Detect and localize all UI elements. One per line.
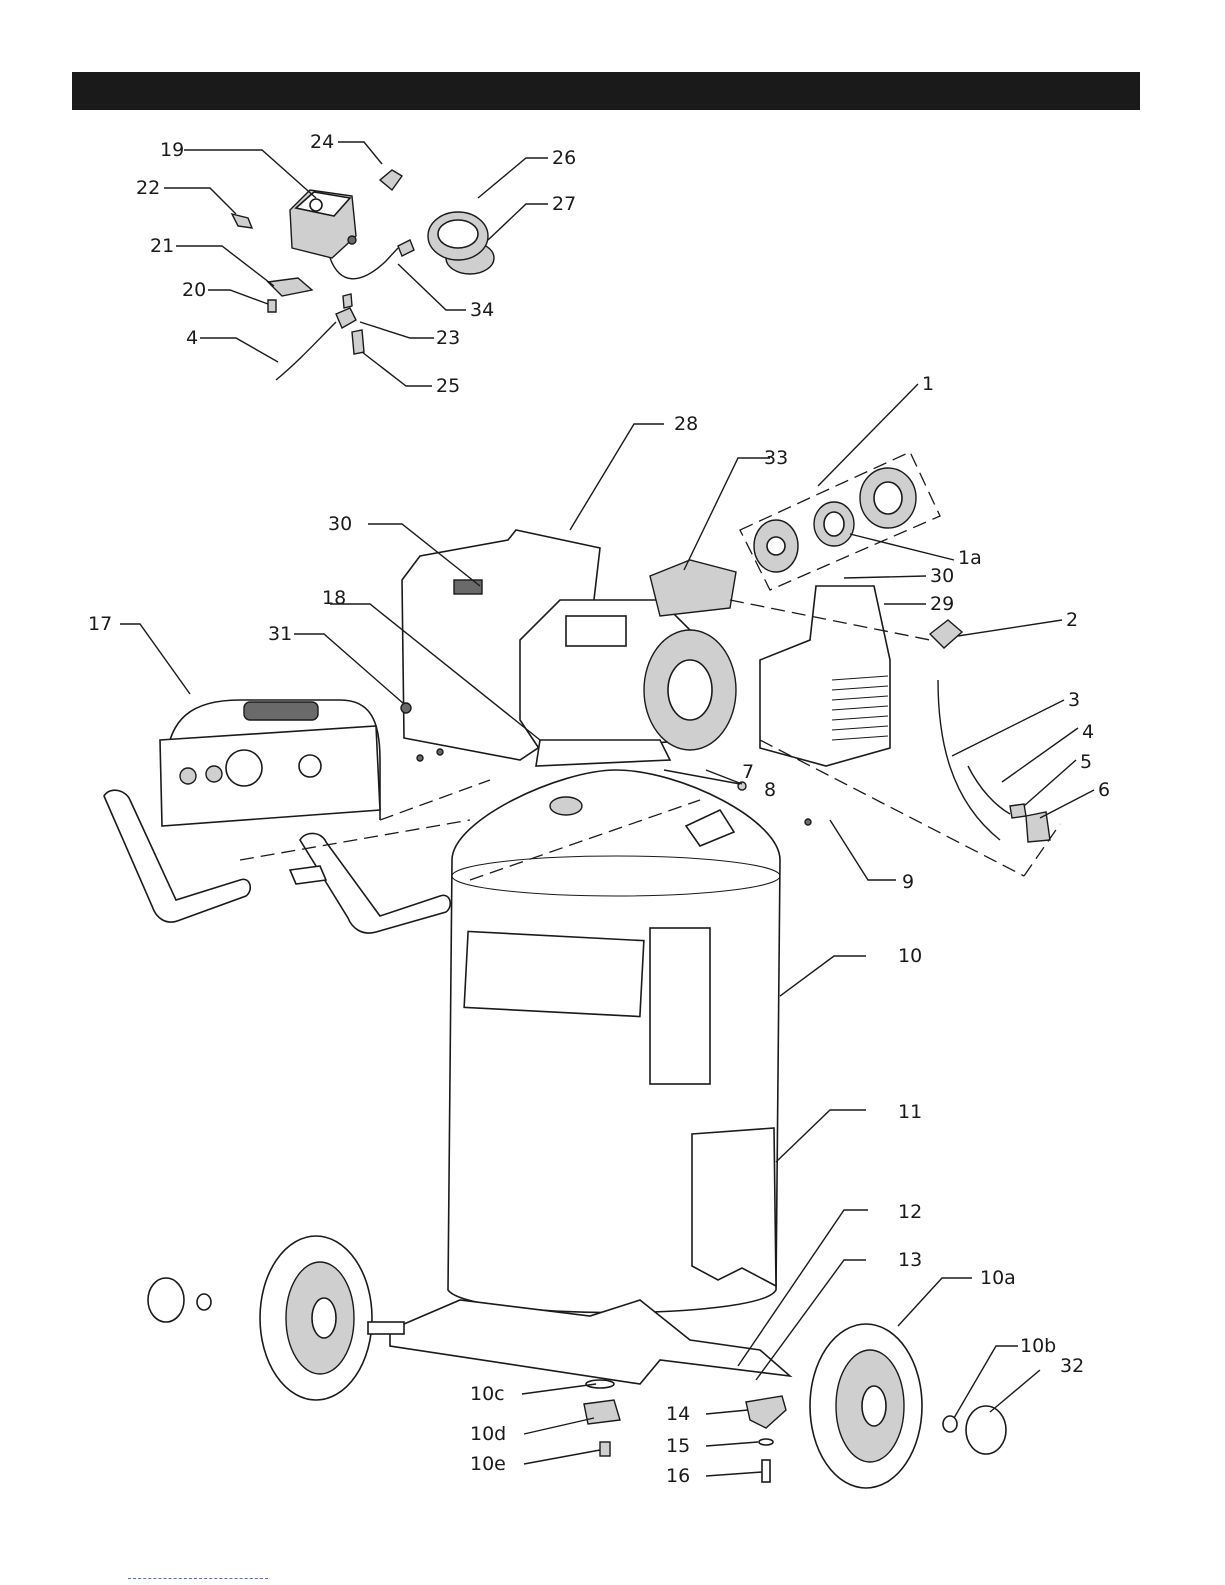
part-label-27: 27 — [552, 193, 576, 215]
screw-9-shape — [805, 819, 811, 825]
elbow-fitting-24-shape — [380, 170, 402, 190]
part-label-29: 29 — [930, 593, 954, 615]
dash-line-handle-lower — [240, 820, 470, 860]
nut-5-shape — [1010, 804, 1026, 818]
washer-15-shape — [759, 1439, 773, 1445]
tube-4b-shape — [968, 766, 1010, 814]
part-label-34: 34 — [470, 299, 494, 321]
part-label-20: 20 — [182, 279, 206, 301]
regulator-knob-illustration — [428, 212, 494, 274]
part-label-8: 8 — [764, 779, 776, 801]
part-label-11: 11 — [898, 1101, 922, 1123]
gasket-10c-shape — [586, 1380, 614, 1388]
fitting-23-top-shape — [343, 294, 352, 308]
part-label-4-left: 4 — [186, 327, 198, 349]
part-label-21: 21 — [150, 235, 174, 257]
part-label-30-top: 30 — [328, 513, 352, 535]
part-label-4: 4 — [1082, 721, 1094, 743]
part-label-30-right: 30 — [930, 565, 954, 587]
dash-line-valve — [760, 740, 1024, 876]
pressure-switch-illustration — [290, 190, 414, 279]
part-label-25: 25 — [436, 375, 460, 397]
part-label-7: 7 — [742, 761, 754, 783]
part-label-18: 18 — [322, 587, 346, 609]
part-label-15: 15 — [666, 1435, 690, 1457]
rubber-foot-14-shape — [746, 1396, 786, 1428]
part-label-22: 22 — [136, 177, 160, 199]
wheel-right-illustration — [810, 1324, 922, 1488]
part-label-24: 24 — [310, 131, 334, 153]
shroud-front-shape — [760, 586, 890, 766]
part-label-1a: 1a — [958, 547, 982, 569]
sleeve-25-shape — [352, 330, 364, 354]
screw-31-shape — [401, 703, 411, 713]
handle-illustration — [104, 700, 450, 933]
part-label-33: 33 — [764, 447, 788, 469]
part-label-9: 9 — [902, 871, 914, 893]
part-label-3: 3 — [1068, 689, 1080, 711]
part-label-10: 10 — [898, 945, 922, 967]
part-label-19: 19 — [160, 139, 184, 161]
part-label-31: 31 — [268, 623, 292, 645]
dash-line-handle — [380, 780, 490, 820]
part-label-26: 26 — [552, 147, 576, 169]
part-label-23: 23 — [436, 327, 460, 349]
fitting-22-shape — [232, 214, 252, 228]
bolt-16-shape — [762, 1460, 770, 1482]
part-label-2: 2 — [1066, 609, 1078, 631]
tube-4-shape — [276, 322, 336, 380]
screw-20-shape — [268, 300, 276, 312]
fitting-10e-shape — [600, 1442, 610, 1456]
screw-left-a-shape — [437, 749, 443, 755]
valve-6-shape — [1026, 812, 1050, 842]
tube-3-shape — [938, 680, 1000, 840]
bracket-21-shape — [268, 278, 312, 296]
tank-illustration — [448, 770, 780, 1313]
part-label-10c: 10c — [470, 1383, 505, 1405]
part-label-10e: 10e — [470, 1453, 506, 1475]
part-label-5: 5 — [1080, 751, 1092, 773]
part-label-13: 13 — [898, 1249, 922, 1271]
part-label-10a: 10a — [980, 1267, 1016, 1289]
part-label-6: 6 — [1098, 779, 1110, 801]
elbow-2-shape — [930, 620, 962, 648]
air-filter-illustration — [754, 468, 916, 572]
part-label-10d: 10d — [470, 1423, 506, 1445]
part-label-10b: 10b — [1020, 1335, 1056, 1357]
shroud-label-shape — [454, 580, 482, 594]
part-label-16: 16 — [666, 1465, 690, 1487]
part-label-17: 17 — [88, 613, 112, 635]
hose-fitting-shape — [290, 866, 326, 884]
screw-left-b-shape — [417, 755, 423, 761]
part-label-32: 32 — [1060, 1355, 1084, 1377]
part-label-14: 14 — [666, 1403, 690, 1425]
wheel-left-illustration — [260, 1236, 404, 1400]
footer-link-underline — [128, 1578, 268, 1580]
drain-valve-10d-shape — [584, 1400, 620, 1424]
part-label-12: 12 — [898, 1201, 922, 1223]
tee-fitting-23-shape — [336, 308, 356, 328]
part-label-1: 1 — [922, 373, 934, 395]
part-label-28: 28 — [674, 413, 698, 435]
